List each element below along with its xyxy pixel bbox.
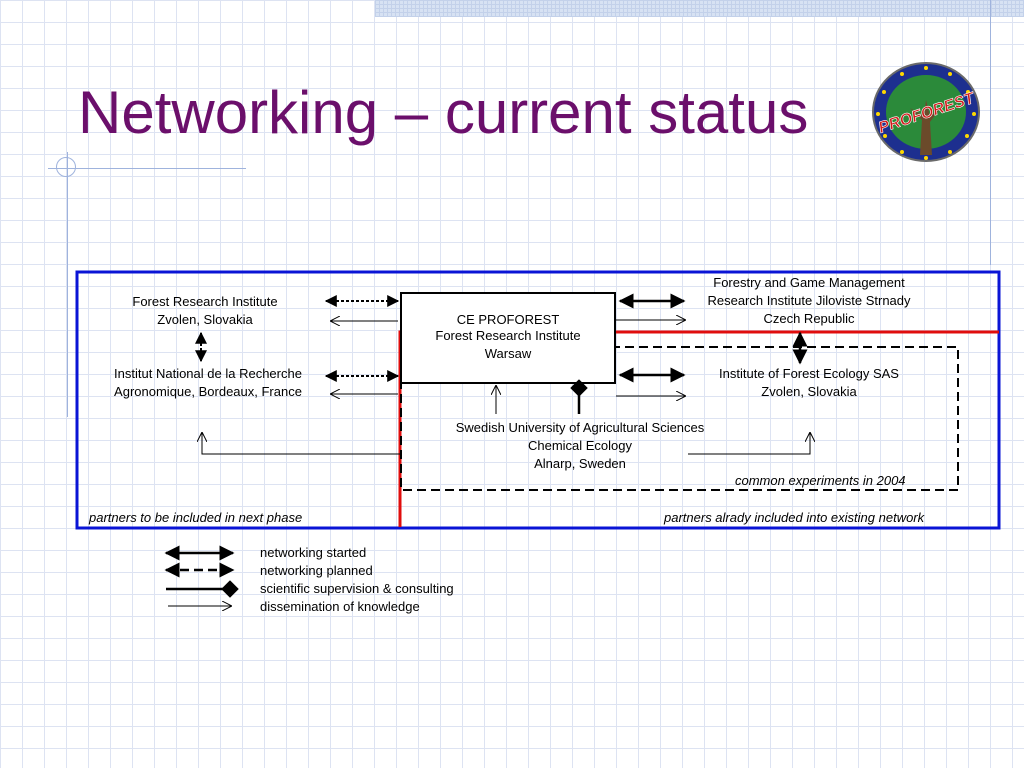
dissemination-arrow-slu-left [202,432,400,455]
next-phase-label: partners to be included in next phase [89,510,303,525]
node-forestry-game: Forestry and Game Management Research In… [707,274,910,328]
node-ce-proforest-institute: Forest Research Institute [435,328,581,343]
top-decorative-band [375,0,1024,17]
proforest-logo: PROFOREST [872,62,980,162]
dissemination-arrow-slu-right [688,432,810,455]
node-ife-sas-name: Institute of Forest Ecology SAS [719,366,899,381]
node-inra-name: Institut National de la Recherche [114,366,302,381]
outer-frame [75,270,1001,530]
decorative-rule-right [990,0,991,265]
node-slu-name: Swedish University of Agricultural Scien… [455,420,705,435]
node-inra-location: Agronomique, Bordeaux, France [114,384,302,399]
decorative-rule-vertical [67,152,68,417]
node-ce-proforest-location: Warsaw [484,346,532,361]
legend-dissemination-label: dissemination of knowledge [260,599,420,614]
node-ce-proforest: CE PROFOREST Forest Research Institute W… [435,311,580,363]
slide-title: Networking – current status [78,79,809,146]
node-slu-department: Chemical Ecology [527,438,633,453]
ce-proforest-box [400,292,616,384]
legend-started-label: networking started [260,545,367,560]
decorative-rule-horizontal [48,168,246,169]
node-forestry-game-name: Forestry and Game Management [713,275,905,290]
node-forestry-game-institute: Research Institute Jiloviste Strnady [707,293,911,308]
existing-network-label: partners alrady included into existing n… [664,510,925,525]
node-slu: Swedish University of Agricultural Scien… [456,419,705,473]
decorative-circle [56,157,76,177]
node-fri-zvolen: Forest Research Institute Zvolen, Slovak… [132,293,277,329]
node-inra: Institut National de la Recherche Agrono… [114,365,302,401]
node-ife-sas: Institute of Forest Ecology SAS Zvolen, … [719,365,899,401]
node-slu-location: Alnarp, Sweden [534,456,626,471]
common-experiments-label: common experiments in 2004 [735,473,906,488]
node-ce-proforest-name: CE PROFOREST [456,312,560,327]
node-fri-zvolen-name: Forest Research Institute [132,294,278,309]
legend-supervision-label: scientific supervision & consulting [260,581,454,596]
node-forestry-game-location: Czech Republic [763,311,855,326]
node-ife-sas-location: Zvolen, Slovakia [761,384,857,399]
node-fri-zvolen-location: Zvolen, Slovakia [157,312,253,327]
legend-planned-label: networking planned [260,563,373,578]
